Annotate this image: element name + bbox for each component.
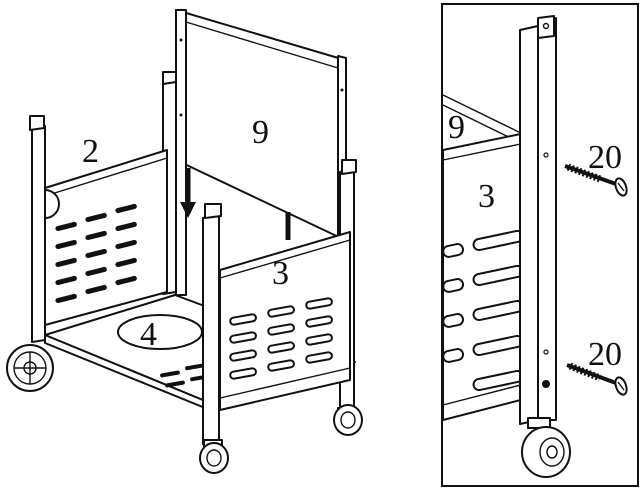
front-left-leg-cap bbox=[29, 115, 45, 131]
front-right-leg-cap bbox=[204, 203, 222, 219]
front-right-leg bbox=[202, 213, 220, 445]
insertion-arrow-left bbox=[180, 168, 196, 218]
detail-label-back-panel: 9 bbox=[448, 109, 465, 146]
wheel-left bbox=[6, 344, 54, 392]
detail-view: 9 3 bbox=[441, 3, 639, 487]
front-left-leg bbox=[31, 125, 46, 343]
label-back-panel: 9 bbox=[252, 114, 269, 151]
detail-label-bolt-bottom: 20 bbox=[588, 336, 622, 373]
detail-caster bbox=[521, 417, 571, 478]
caster-rear-right bbox=[333, 404, 363, 436]
label-front-panel: 3 bbox=[272, 255, 289, 292]
side-panel-vents bbox=[55, 203, 137, 304]
detail-leg bbox=[519, 15, 557, 425]
detail-label-bolt-top: 20 bbox=[588, 139, 622, 176]
side-panel-2: 2 bbox=[44, 133, 168, 326]
bolt-20-bottom: 20 bbox=[566, 336, 628, 396]
rear-right-leg-cap bbox=[341, 159, 357, 175]
caster-front-right bbox=[199, 439, 229, 474]
front-panel-3: 3 bbox=[219, 231, 351, 411]
label-side-panel: 2 bbox=[82, 133, 99, 170]
shelf-vents bbox=[160, 363, 208, 388]
label-bottom-shelf: 4 bbox=[140, 316, 157, 353]
main-assembly-view: 9 bbox=[6, 9, 363, 474]
detail-label-front-panel: 3 bbox=[478, 178, 495, 215]
bolt-20-top: 20 bbox=[564, 139, 628, 197]
front-panel-vents bbox=[229, 297, 333, 380]
rear-left-leg-cap bbox=[162, 71, 177, 85]
detail-back-panel-9: 9 bbox=[442, 94, 526, 146]
